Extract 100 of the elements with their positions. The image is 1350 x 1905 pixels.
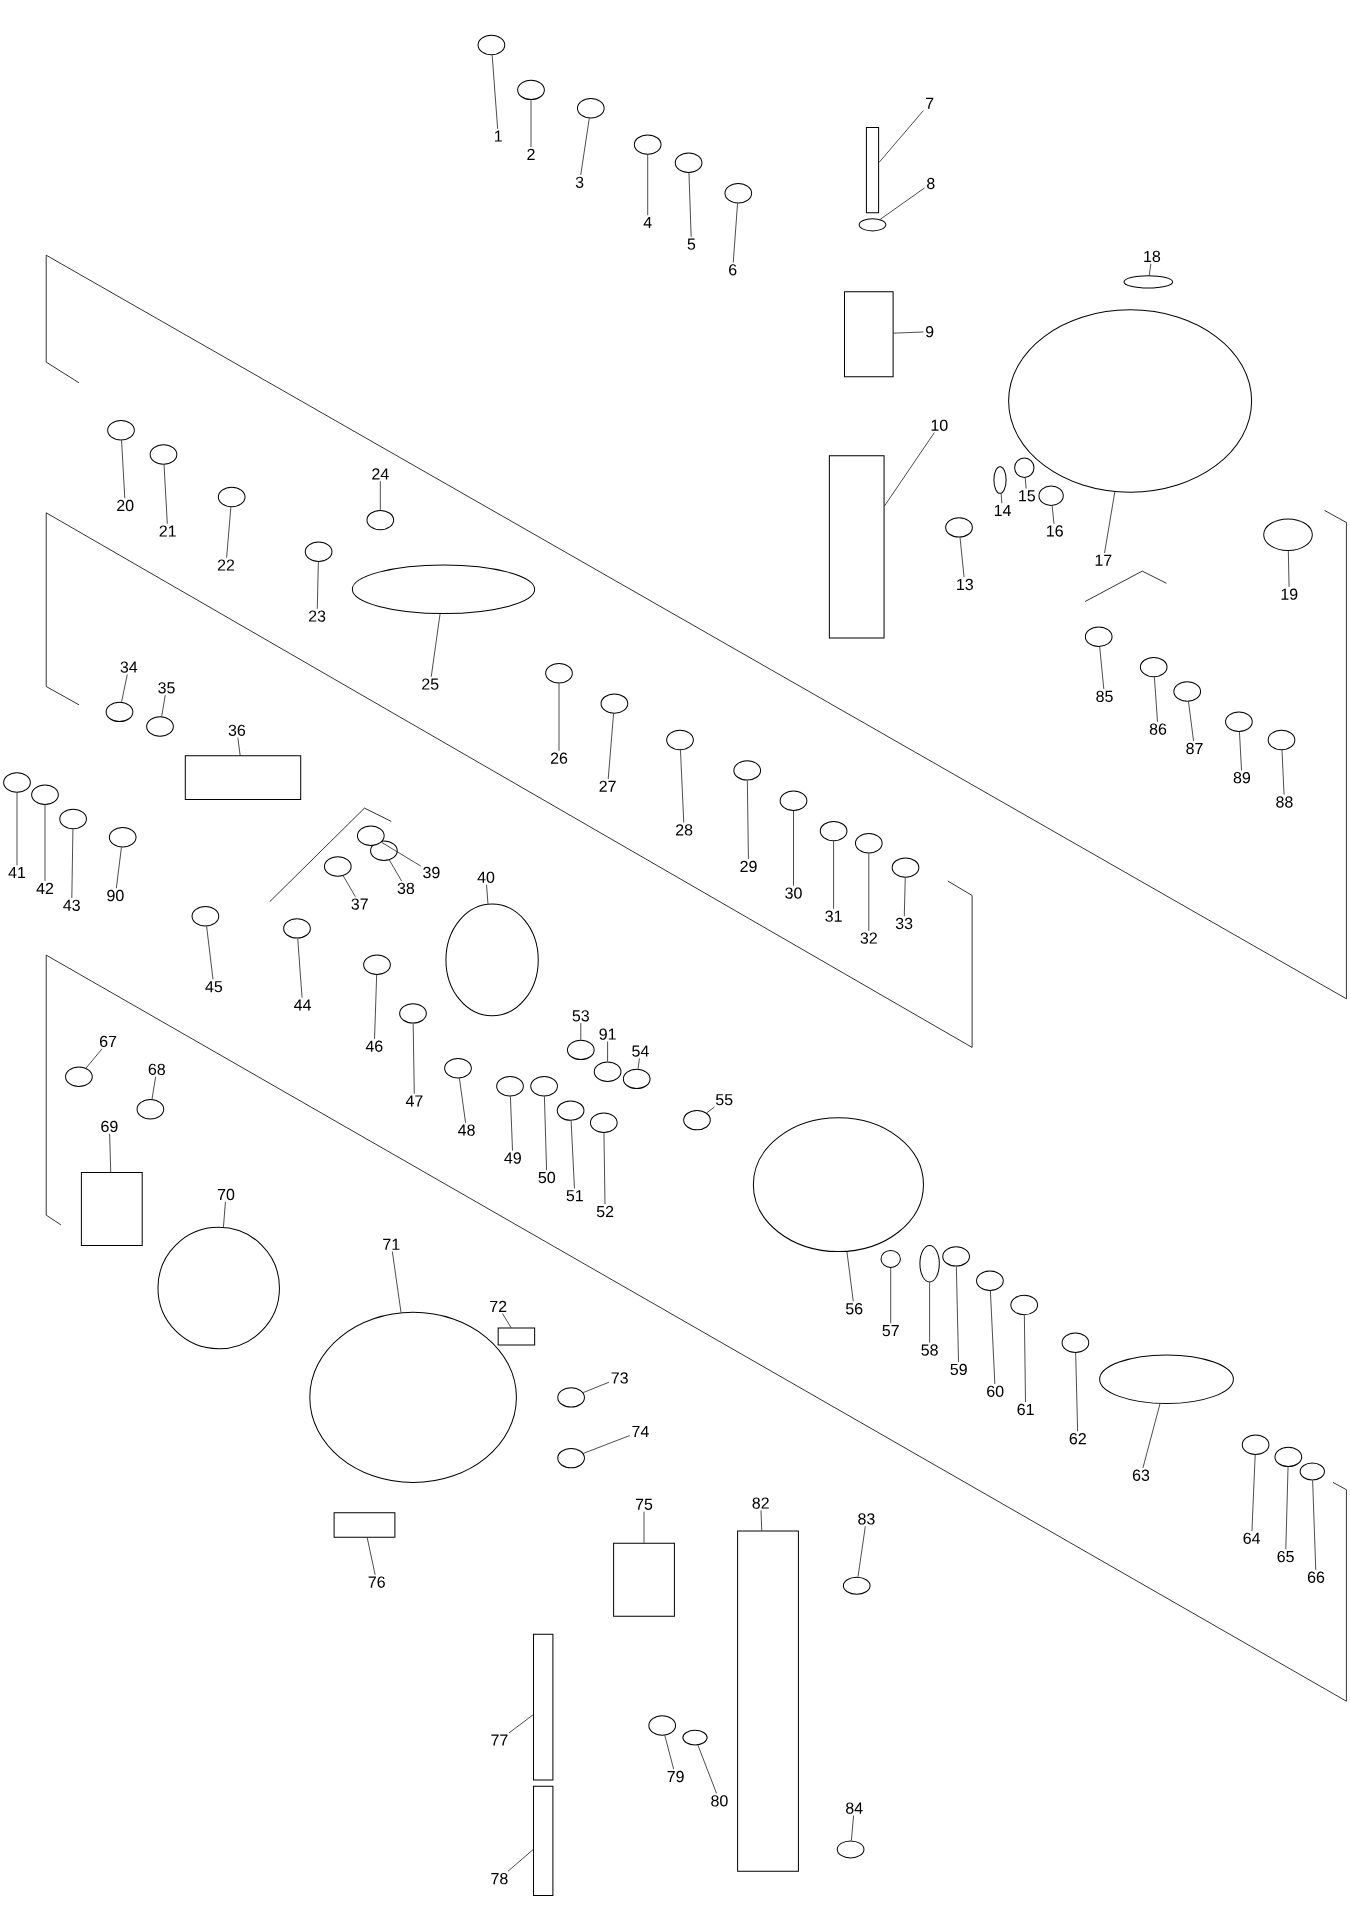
leader-line — [1104, 491, 1116, 554]
leader-line — [544, 1096, 547, 1171]
leader-line — [1024, 1314, 1026, 1403]
leader-line — [459, 1078, 466, 1124]
ring-part — [858, 218, 887, 232]
leader-line — [1024, 477, 1027, 489]
leader-line — [374, 974, 377, 1040]
ring-part — [356, 825, 385, 846]
ring-part — [1173, 681, 1202, 702]
ring-part — [593, 1061, 622, 1082]
callout-number: 22 — [217, 559, 235, 571]
ring-part — [517, 79, 545, 101]
leader-line — [664, 1735, 674, 1770]
ring-part — [666, 729, 694, 751]
leader-line — [1099, 646, 1105, 690]
callout-number: 8 — [927, 177, 935, 190]
callout-number: 62 — [1069, 1433, 1086, 1445]
ring-part — [1225, 711, 1253, 732]
ring-part — [779, 790, 808, 811]
leader-line — [508, 1714, 534, 1734]
leader-line — [732, 203, 738, 263]
leader-line — [71, 828, 74, 899]
leader-line — [697, 1744, 717, 1794]
callout-number: 28 — [676, 824, 693, 836]
part-block — [533, 1633, 554, 1781]
callout-number: 85 — [1096, 690, 1113, 702]
callout-number: 90 — [107, 889, 124, 902]
leader-line — [316, 561, 319, 610]
ring-part — [993, 466, 1007, 494]
callout-number: 27 — [599, 780, 616, 792]
ring-part — [323, 856, 352, 877]
ring-part — [477, 34, 506, 56]
callout-number: 30 — [785, 887, 802, 899]
leader-line — [237, 737, 241, 756]
callout-number: 55 — [715, 1094, 733, 1106]
callout-number: 89 — [1233, 772, 1251, 784]
leader-line — [583, 1435, 631, 1454]
callout-number: 38 — [397, 882, 415, 894]
callout-number: 68 — [148, 1063, 165, 1075]
leader-line — [851, 1815, 854, 1841]
ring-part — [31, 784, 59, 805]
leader-line — [643, 1511, 645, 1544]
leader-line — [121, 440, 126, 499]
callout-number: 16 — [1047, 525, 1063, 537]
ring-part — [724, 183, 753, 204]
ring-part — [1267, 729, 1296, 751]
leader-line — [607, 713, 614, 780]
callout-number: 19 — [1281, 588, 1298, 600]
callout-number: 91 — [599, 1028, 616, 1040]
ring-part — [65, 1066, 93, 1087]
ring-part — [191, 906, 220, 927]
ring-part — [919, 1244, 940, 1283]
ring-part — [1061, 1332, 1090, 1353]
callout-number: 18 — [1144, 250, 1161, 263]
leader-line — [1312, 1480, 1317, 1571]
callout-number: 79 — [667, 1770, 684, 1783]
leader-line — [890, 1267, 892, 1324]
leader-line — [929, 1282, 930, 1343]
callout-number: 15 — [1019, 490, 1036, 502]
callout-number: 46 — [365, 1040, 383, 1052]
callout-number: 83 — [858, 1513, 875, 1525]
ring-part — [304, 541, 333, 562]
callout-number: 49 — [504, 1152, 521, 1164]
callout-number: 57 — [882, 1325, 899, 1337]
ring-part — [891, 857, 920, 878]
callout-number: 60 — [987, 1385, 1004, 1397]
callout-number: 36 — [228, 724, 246, 736]
callout-number: 40 — [477, 871, 495, 883]
ring-part — [59, 808, 87, 830]
ring-part — [444, 1058, 472, 1079]
callout-number: 13 — [957, 578, 973, 591]
ring-part — [1299, 1462, 1325, 1481]
leader-line — [491, 54, 499, 130]
callout-number: 75 — [635, 1498, 653, 1510]
ring-part — [819, 820, 848, 842]
ring-part — [149, 444, 178, 465]
callout-number: 1 — [495, 130, 502, 142]
ring-part — [1010, 1294, 1039, 1316]
callout-number: 63 — [1132, 1469, 1150, 1481]
callout-number: 2 — [527, 148, 535, 160]
ring-part — [600, 693, 629, 714]
ring-part — [3, 772, 31, 793]
ring-part — [942, 1246, 970, 1267]
ring-part — [633, 134, 662, 155]
callout-number: 51 — [566, 1190, 583, 1202]
leader-line — [16, 792, 18, 866]
leader-line — [1075, 1352, 1078, 1432]
leader-line — [647, 154, 649, 216]
callout-number: 78 — [491, 1872, 508, 1885]
leader-line — [959, 537, 965, 578]
leader-line — [502, 1313, 512, 1328]
ring-part — [545, 663, 573, 684]
leader-line — [381, 841, 422, 867]
ring-part — [1263, 518, 1313, 551]
callout-number: 50 — [538, 1171, 556, 1184]
ring-part — [283, 918, 311, 939]
leader-line — [206, 926, 214, 980]
callout-number: 82 — [752, 1497, 769, 1509]
ring-part — [309, 1311, 517, 1483]
leader-line — [366, 1537, 376, 1576]
